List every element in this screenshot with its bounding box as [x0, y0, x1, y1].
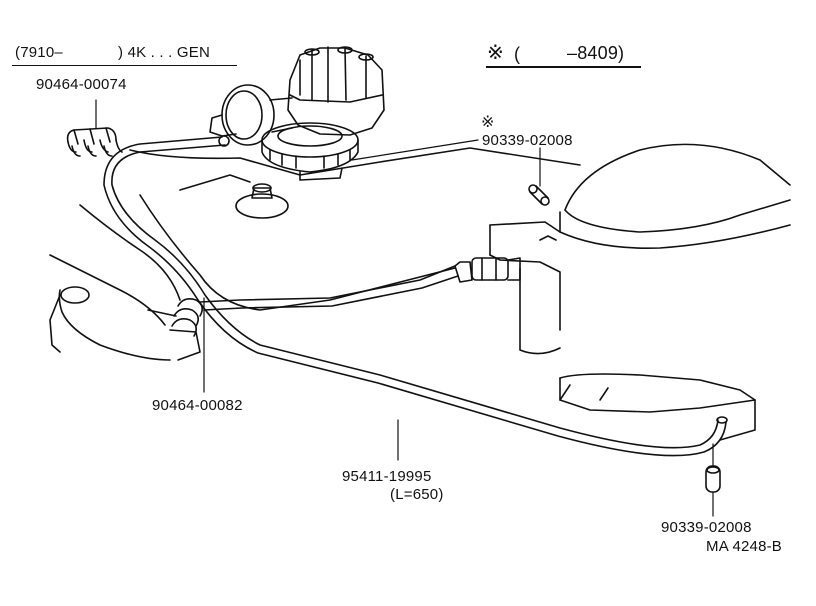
figure-code: MA 4248-B	[706, 538, 783, 555]
callout-clamp-mid: 90464-00082	[152, 397, 243, 414]
note-mark-header: ※	[487, 42, 504, 64]
callout-hose-part: 95411-19995	[342, 468, 432, 485]
callout-plug-top-mark: ※	[481, 114, 495, 131]
valve-cover-drawing	[130, 148, 580, 310]
header-underline-left	[12, 65, 237, 66]
vacuum-hose-drawing	[104, 136, 727, 456]
distributor-cap-drawing	[288, 47, 384, 135]
plug-top-drawing	[529, 185, 549, 205]
air-cleaner-drawing	[490, 144, 790, 440]
note-range-open: (	[514, 44, 521, 64]
plug-bottom-drawing	[706, 466, 720, 492]
hose-clamp-top-drawing	[68, 128, 122, 156]
oil-filler-cap-drawing	[262, 123, 358, 180]
leader-oil-cap	[352, 140, 478, 160]
leader-lines	[96, 100, 713, 516]
note-range-end: –8409)	[567, 43, 625, 63]
hose-clamp-mid-drawing	[172, 299, 202, 336]
manifold-drawing	[50, 205, 200, 360]
callout-plug-bottom: 90339-02008	[661, 519, 752, 536]
range-left-label: (7910–	[15, 44, 63, 61]
header-underline-right	[486, 66, 641, 68]
callout-plug-top: 90339-02008	[482, 132, 573, 149]
callout-hose-length: (L=650)	[390, 486, 444, 503]
range-right-label: ) 4K . . . GEN	[118, 44, 210, 61]
callout-clamp-top: 90464-00074	[36, 76, 127, 93]
